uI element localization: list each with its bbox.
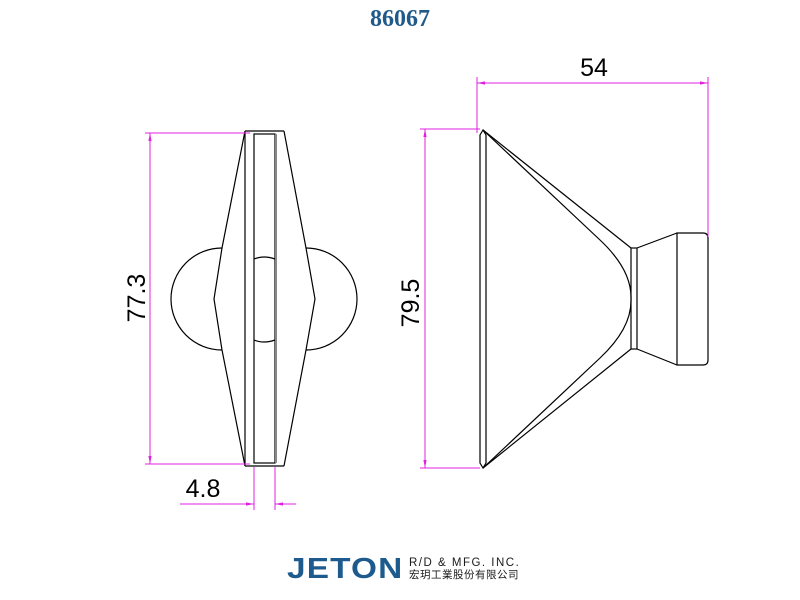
front-dimensions [420,77,709,469]
logo-brand: JETON [287,553,404,585]
company-logo: JETON R/D & MFG. INC. 宏玥工業股份有限公司 [287,553,520,585]
part-number-title: 86067 [370,6,430,32]
logo-subtitle: R/D & MFG. INC. 宏玥工業股份有限公司 [409,557,520,581]
logo-chinese: 宏玥工業股份有限公司 [409,569,519,581]
front-width-label: 54 [580,54,608,82]
front-view [479,128,709,470]
side-view [170,130,358,467]
front-height-label: 79.5 [397,279,425,328]
side-thickness-label: 4.8 [186,475,221,503]
side-dimensions [145,132,296,510]
side-height-label: 77.3 [123,274,151,323]
logo-english: R/D & MFG. INC. [409,557,521,569]
